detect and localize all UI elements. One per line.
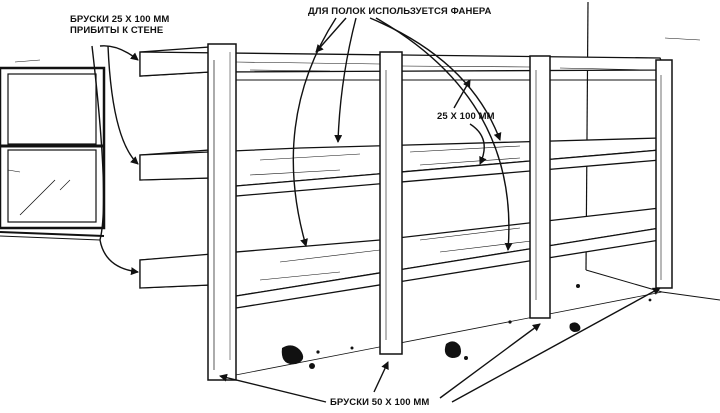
arrow-post-1 [219,373,327,403]
wall-strips-label: БРУСКИ 25 Х 100 ММ ПРИБИТЫ К СТЕНЕ [70,14,169,36]
post-4 [655,59,673,289]
floor-line-right [661,291,720,301]
arrow-post-3 [439,323,541,399]
arrow-board-bottom [469,123,487,165]
arrow-plywood-top [315,17,347,53]
post-2 [379,51,403,355]
front-boards-label: 25 Х 100 ММ [437,111,495,122]
post-1 [207,43,237,381]
posts-label: БРУСКИ 50 Х 100 ММ [330,397,430,408]
floor-line-back [585,269,663,293]
arrow-post-4 [451,287,661,403]
arrow-wall-strip-middle [107,45,139,165]
wall-strips-label-line2: ПРИБИТЫ К СТЕНЕ [70,25,164,36]
post-3 [529,55,551,319]
floor-line-front [209,291,663,381]
arrow-board-top [453,79,471,109]
callout-arrows [91,17,661,403]
plywood-label: ДЛЯ ПОЛОК ИСПОЛЬЗУЕТСЯ ФАНЕРА [308,6,492,17]
arrow-post-2 [373,361,389,393]
front-posts [207,43,673,381]
arrow-wall-strip-bottom [91,45,139,276]
arrow-plywood-bottom [292,17,337,247]
window [0,66,106,241]
arrow-wall-strip-top [99,45,139,61]
arrow-plywood-middle [334,17,357,143]
floor-stains [281,284,652,369]
wall-strips-label-line1: БРУСКИ 25 Х 100 ММ [70,14,170,25]
